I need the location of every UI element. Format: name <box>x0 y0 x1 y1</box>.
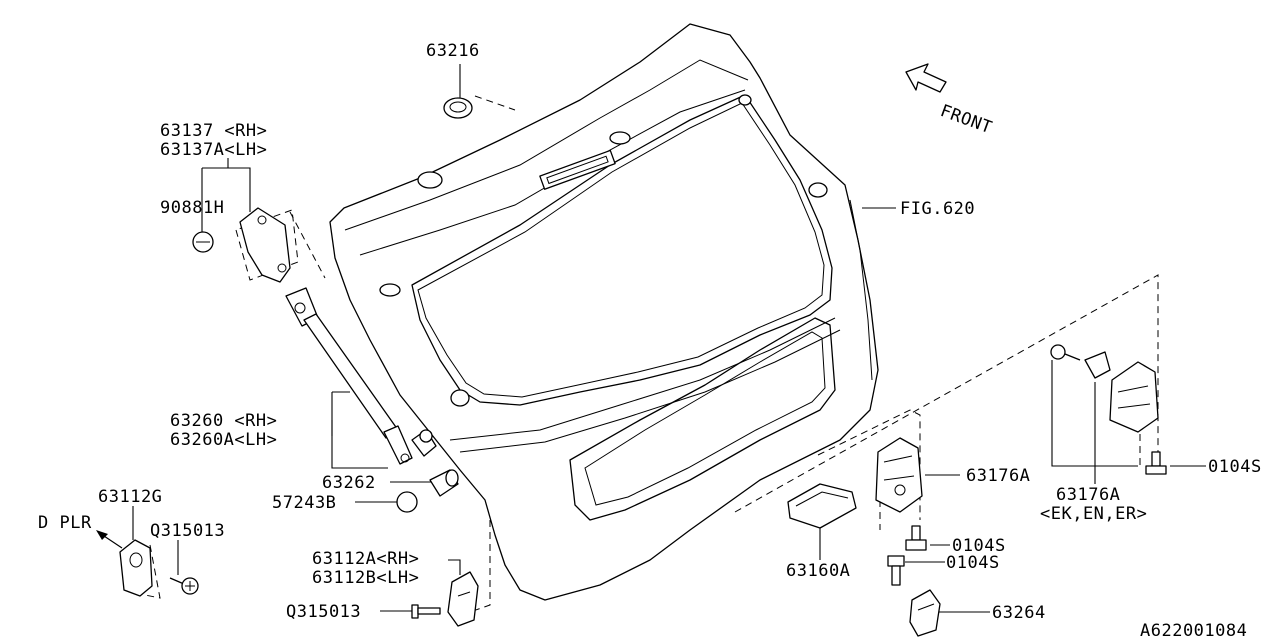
part-63260-gas-stay <box>285 287 413 465</box>
part-63112g-bumper <box>119 539 153 597</box>
label-ek-en-er: <EK,EN,ER> <box>1040 504 1148 524</box>
label-63112b: 63112B<LH> <box>312 568 420 588</box>
label-63112g: 63112G <box>98 487 163 507</box>
label-63137a: 63137A<LH> <box>160 140 268 160</box>
label-fig620: FIG.620 <box>900 199 976 219</box>
part-63216-grommet <box>443 97 473 119</box>
label-63112a: 63112A<RH> <box>312 549 420 569</box>
part-0104s-bolts <box>887 451 1167 586</box>
diagram-id: A622001084 <box>1140 621 1248 640</box>
part-57243b-plug <box>396 491 418 513</box>
label-90881h: 90881H <box>160 198 225 218</box>
label-0104s-lower: 0104S <box>946 553 1000 573</box>
label-d-plr: D PLR <box>38 513 92 533</box>
part-63112a-bumper <box>447 571 479 627</box>
label-63262: 63262 <box>322 473 376 493</box>
label-63176a-left: 63176A <box>966 466 1031 486</box>
part-q315013-screw-lower <box>411 604 441 619</box>
part-63264-switch <box>909 589 941 637</box>
label-63264: 63264 <box>992 603 1046 623</box>
part-63262-damper <box>411 429 459 497</box>
label-q315013-upper: Q315013 <box>150 521 226 541</box>
label-63160a: 63160A <box>786 561 851 581</box>
leader-lines <box>96 64 1206 613</box>
part-63160a-lamp <box>787 483 857 529</box>
part-90881h-clip <box>192 231 214 253</box>
label-63216: 63216 <box>426 41 480 61</box>
label-0104s-mid: 0104S <box>952 536 1006 556</box>
label-63176a-right: 63176A <box>1056 485 1121 505</box>
part-63137-bracket <box>239 207 291 283</box>
part-q315013-screw-upper <box>169 577 199 595</box>
label-63137: 63137 <RH> <box>160 121 268 141</box>
part-63176a-latch-right <box>1050 344 1159 433</box>
tailgate-panel <box>329 23 879 601</box>
label-63260a: 63260A<LH> <box>170 430 278 450</box>
label-0104s-right: 0104S <box>1208 457 1262 477</box>
label-q315013-lower: Q315013 <box>286 602 362 622</box>
front-arrow-icon <box>905 63 947 93</box>
label-63260: 63260 <RH> <box>170 411 278 431</box>
label-57243b: 57243B <box>272 493 337 513</box>
part-63176a-latch-left <box>875 437 923 513</box>
